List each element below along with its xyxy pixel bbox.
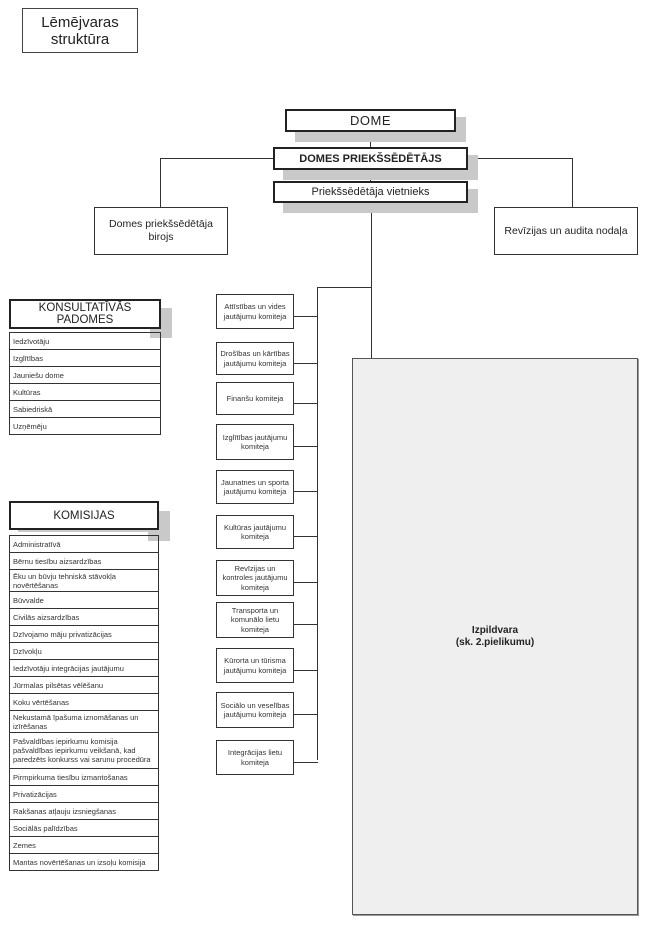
committee-connector <box>294 491 318 492</box>
connector-izpildvara <box>371 287 372 358</box>
title-line-1: Lēmējvaras <box>41 13 119 31</box>
executive-power-box: Izpildvara (sk. 2.pielikumu) <box>352 358 638 915</box>
list-item: Koku vērtēšanas <box>10 694 158 711</box>
committee-label: Kūrorta un tūrisma jautājumu komiteja <box>223 656 287 675</box>
connector-audit <box>572 158 573 207</box>
committee-label: Finanšu komiteja <box>226 393 284 403</box>
connector-bureau <box>160 158 161 207</box>
committee-label: Drošības un kārtības jautājumu komiteja <box>220 349 290 368</box>
dome-label: DOME <box>350 113 391 128</box>
dome-box: DOME <box>285 109 456 132</box>
executive-reference: (sk. 2.pielikumu) <box>455 636 535 648</box>
committee-label: Revīzijas un kontroles jautājumu komitej… <box>222 563 288 592</box>
chair-label: DOMES PRIEKŠSĒDĒTĀJS <box>299 152 442 165</box>
audit-label: Revīzijas un audita nodaļa <box>504 225 628 237</box>
list-item: Zemes <box>10 837 158 854</box>
list-item: Nekustamā īpašuma iznomāšanas un izīrēša… <box>10 711 158 733</box>
committee-box: Izglītības jautājumu komiteja <box>216 424 294 460</box>
commissions-header-shadow-bottom <box>18 528 159 532</box>
committee-box: Kūrorta un tūrisma jautājumu komiteja <box>216 648 294 683</box>
executive-label: Izpildvara <box>471 624 519 636</box>
committee-label: Transporta un komunālo lietu komiteja <box>230 605 280 634</box>
list-item: Ēku un būvju tehniskā stāvokļa novērtēša… <box>10 570 158 592</box>
list-item: Būvvalde <box>10 592 158 609</box>
list-item: Iedzīvotāju integrācijas jautājumu <box>10 660 158 677</box>
list-item: Izglītības <box>10 350 160 367</box>
committee-connector <box>294 762 318 763</box>
list-item: Privatizācijas <box>10 786 158 803</box>
vice-chair-label: Priekšsēdētāja vietnieks <box>311 186 430 198</box>
connector-committee-spine <box>317 287 318 760</box>
list-item: Mantas novērtēšanas un izsoļu komisija <box>10 854 158 871</box>
connector-chair-right <box>468 158 572 159</box>
bureau-label-1: Domes priekšsēdētāja <box>109 218 213 230</box>
connector-chair-left <box>160 158 273 159</box>
connector-branch <box>317 287 372 288</box>
advisory-councils-title: KONSULTATĪVĀS PADOMES <box>38 302 132 326</box>
committee-label: Kultūras jautājumu komiteja <box>223 522 287 542</box>
list-item: Kultūras <box>10 384 160 401</box>
committee-box: Sociālo un veselības jautājumu komiteja <box>216 692 294 728</box>
committee-box: Transporta un komunālo lietu komiteja <box>216 602 294 638</box>
list-item: Dzīvokļu <box>10 643 158 660</box>
list-item: Administratīvā <box>10 536 158 553</box>
committee-box: Revīzijas un kontroles jautājumu komitej… <box>216 560 294 596</box>
bureau-label-2: birojs <box>148 231 174 243</box>
committee-label: Izglītības jautājumu komiteja <box>222 432 288 452</box>
list-item: Civilās aizsardzības <box>10 609 158 626</box>
list-item: Rakšanas atļauju izsniegšanas <box>10 803 158 820</box>
committee-connector <box>294 714 318 715</box>
committee-box: Integrācijas lietu komiteja <box>216 740 294 775</box>
committee-connector <box>294 316 318 317</box>
committee-box: Jaunatnes un sporta jautājumu komiteja <box>216 470 294 504</box>
committee-connector <box>294 536 318 537</box>
list-item: Uzņēmēju <box>10 418 160 435</box>
committee-box: Kultūras jautājumu komiteja <box>216 515 294 549</box>
chair-bureau-box: Domes priekšsēdētāja birojs <box>94 207 228 255</box>
committee-label: Attīstības un vides jautājumu komiteja <box>223 302 287 321</box>
commissions-header: KOMISIJAS <box>9 501 159 530</box>
list-item: Pašvaldības iepirkumu komisija pašvaldīb… <box>10 733 158 769</box>
committee-connector <box>294 582 318 583</box>
commissions-title: KOMISIJAS <box>53 509 115 522</box>
committee-label: Jaunatnes un sporta jautājumu komiteja <box>221 477 289 497</box>
vice-chair-box: Priekšsēdētāja vietnieks <box>273 181 468 203</box>
committee-connector <box>294 446 318 447</box>
committee-box: Finanšu komiteja <box>216 382 294 415</box>
list-item: Jūrmalas pilsētas vēlēšanu <box>10 677 158 694</box>
list-item: Jauniešu dome <box>10 367 160 384</box>
committee-box: Attīstības un vides jautājumu komiteja <box>216 294 294 329</box>
connector-vice-down <box>371 203 372 287</box>
list-item: Sabiedriskā <box>10 401 160 418</box>
chair-box: DOMES PRIEKŠSĒDĒTĀJS <box>273 147 468 170</box>
advisory-councils-header: KONSULTATĪVĀS PADOMES <box>9 299 161 329</box>
list-item: Dzīvojamo māju privatizācijas <box>10 626 158 643</box>
audit-department-box: Revīzijas un audita nodaļa <box>494 207 638 255</box>
title-line-2: struktūra <box>50 30 110 48</box>
committee-connector <box>294 624 318 625</box>
list-item: Bērnu tiesību aizsardzības <box>10 553 158 570</box>
committee-box: Drošības un kārtības jautājumu komiteja <box>216 342 294 375</box>
committee-connector <box>294 403 318 404</box>
diagram-title: Lēmējvaras struktūra <box>22 8 138 53</box>
committee-connector <box>294 363 318 364</box>
committee-connector <box>294 670 318 671</box>
list-item: Iedzīvotāju <box>10 333 160 350</box>
committee-label: Integrācijas lietu komiteja <box>227 748 283 767</box>
committee-label: Sociālo un veselības jautājumu komiteja <box>220 700 290 720</box>
list-item: Sociālās palīdzības <box>10 820 158 837</box>
list-item: Pirmpirkuma tiesību izmantošanas <box>10 769 158 786</box>
